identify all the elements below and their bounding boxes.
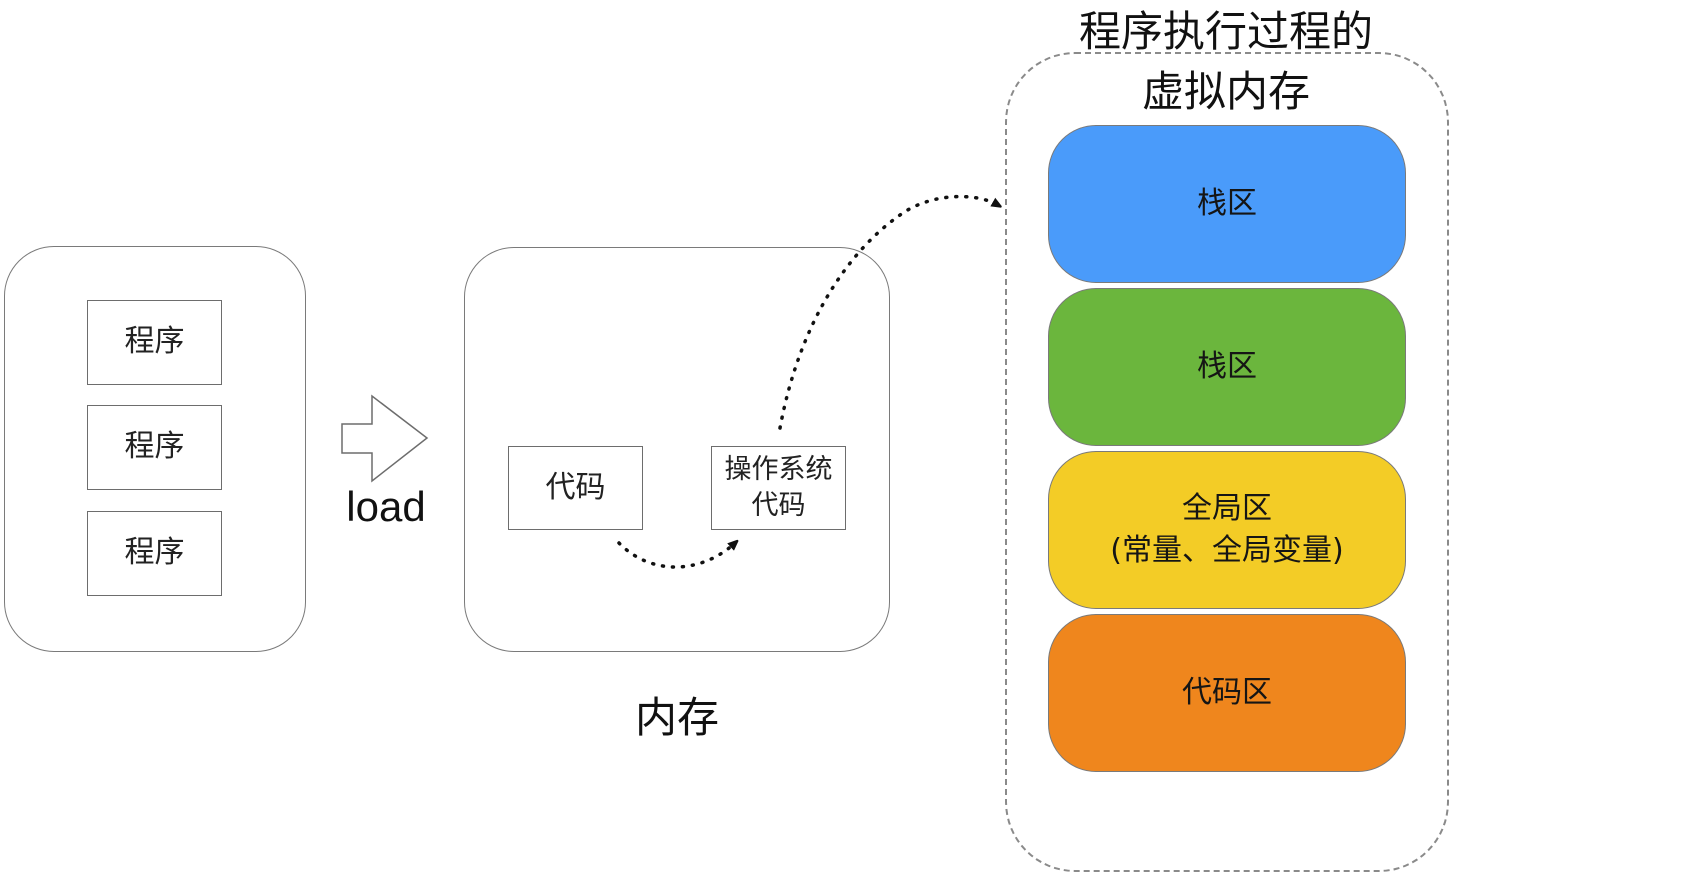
code-to-os-dotted-arrow	[617, 543, 735, 569]
program-box: 程序	[87, 300, 222, 385]
region-label: 栈区	[1197, 349, 1257, 384]
program-label: 程序	[124, 535, 185, 571]
code-box: 代码	[508, 446, 643, 530]
global-region: 全局区 (常量、全局变量)	[1048, 451, 1406, 609]
os-code-box: 操作系统 代码	[711, 446, 846, 530]
program-label: 程序	[124, 429, 185, 465]
code-region: 代码区	[1048, 614, 1406, 772]
virtual-memory-title-line1: 程序执行过程的	[1078, 7, 1373, 56]
region-label: 全局区	[1182, 491, 1272, 526]
load-label: load	[346, 483, 426, 530]
memory-title: 内存	[634, 693, 719, 742]
region-label: 代码区	[1182, 675, 1272, 710]
program-box: 程序	[87, 405, 222, 490]
virtual-memory-title-line2: 虚拟内存	[1141, 67, 1310, 116]
heap-region: 栈区	[1048, 288, 1406, 446]
os-code-label-line1: 操作系统	[724, 453, 833, 485]
load-arrow-icon	[341, 394, 429, 483]
os-to-virtual-memory-dotted-arrow	[778, 194, 998, 430]
stack-region: 栈区	[1048, 125, 1406, 283]
virtual-memory-panel	[1005, 52, 1449, 872]
os-code-label-line2: 代码	[751, 490, 806, 521]
code-label: 代码	[545, 469, 606, 505]
program-box: 程序	[87, 511, 222, 596]
region-sublabel: (常量、全局变量)	[1110, 533, 1344, 568]
virtual-memory-title: 程序执行过程的 虚拟内存	[1046, 2, 1406, 122]
region-label: 栈区	[1197, 186, 1257, 221]
program-label: 程序	[124, 324, 185, 360]
